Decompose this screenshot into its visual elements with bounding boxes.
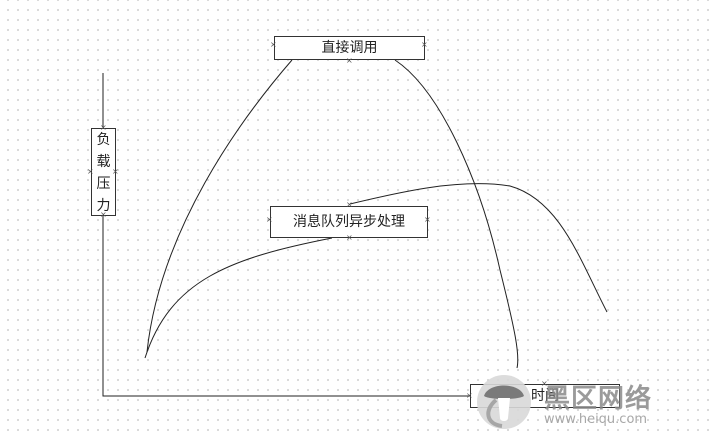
handle-mark[interactable]: × [346,200,353,209]
message-queue-box[interactable]: 消息队列异步处理 [270,206,428,238]
handle-mark[interactable]: × [100,210,107,219]
load-pressure-box[interactable]: 负 载 压 力 [91,128,116,216]
handle-mark[interactable]: × [421,40,428,49]
direct-call-curve-descent [394,59,519,369]
direct-call-box[interactable]: 直接调用 [274,36,425,60]
handle-mark[interactable]: × [100,123,107,132]
direct-call-label: 直接调用 [321,40,378,56]
handle-mark[interactable]: × [541,379,548,388]
load-pressure-char-3: 压 [96,176,111,192]
axis-connector [102,216,470,397]
handle-mark[interactable]: × [346,56,353,65]
time-label: 时间 [531,388,559,404]
message-queue-curve [144,237,333,359]
watermark-title: 黑区网络 [544,384,653,414]
watermark-site: www.heiqu.com [544,412,648,427]
load-pressure-char-2: 载 [96,154,111,170]
mushroom-logo-icon [477,375,531,429]
handle-mark[interactable]: × [270,40,277,49]
direct-call-curve [146,59,293,353]
handle-mark[interactable]: × [466,391,473,400]
handle-mark[interactable]: × [87,167,94,176]
watermark: 黑区网络 www.heiqu.com [474,374,706,434]
load-pressure-char-1: 负 [96,132,111,148]
load-pressure-char-4: 力 [96,198,111,214]
message-queue-curve-top [349,183,608,313]
handle-mark[interactable]: × [346,233,353,242]
handle-mark[interactable]: × [266,215,273,224]
handle-mark[interactable]: × [424,215,431,224]
message-queue-label: 消息队列异步处理 [293,214,405,230]
handle-mark[interactable]: × [112,167,119,176]
